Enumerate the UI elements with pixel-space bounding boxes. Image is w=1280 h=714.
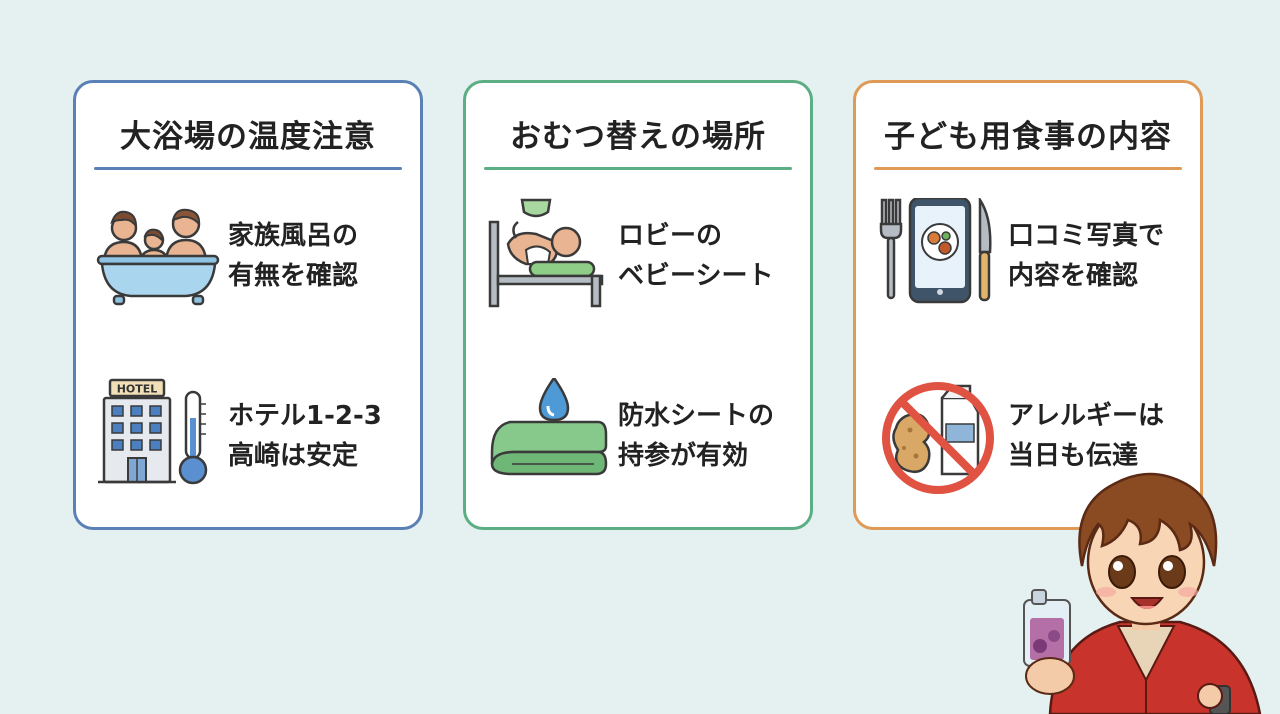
item-line-1: ホテル1-2-3 — [228, 401, 382, 431]
phone-food-photo-icon — [876, 198, 1001, 318]
item-text: ロビーの ベビーシート — [618, 216, 798, 296]
item-line-1: ロビーの — [618, 221, 723, 251]
list-item: HOTEL ホテル1-2-3 — [76, 378, 420, 498]
title-divider — [484, 167, 792, 170]
list-item: 防水シートの 持参が有効 — [466, 378, 810, 498]
item-line-2: ベビーシート — [618, 261, 774, 291]
item-line-2: 内容を確認 — [1008, 261, 1139, 291]
card-title: おむつ替えの場所 — [510, 119, 766, 155]
card-kids-meal: 子ども用食事の内容 — [853, 80, 1203, 530]
list-item: ロビーの ベビーシート — [466, 198, 810, 318]
list-item: 口コミ写真で 内容を確認 — [856, 198, 1200, 318]
hotel-sign-text: HOTEL — [117, 383, 158, 396]
item-line-1: 防水シートの — [618, 401, 775, 431]
item-line-2: 有無を確認 — [228, 261, 359, 291]
card-title: 子ども用食事の内容 — [884, 119, 1172, 155]
item-text: 防水シートの 持参が有効 — [618, 396, 798, 476]
item-text: 口コミ写真で 内容を確認 — [1008, 216, 1188, 296]
title-divider — [94, 167, 402, 170]
title-divider — [874, 167, 1182, 170]
waterproof-sheet-icon — [486, 378, 611, 498]
hotel-thermometer-icon: HOTEL — [96, 378, 221, 498]
family-bath-icon — [96, 198, 221, 318]
item-line-1: アレルギーは — [1008, 401, 1165, 431]
no-allergen-icon — [876, 378, 1001, 498]
item-line-2: 当日も伝達 — [1008, 441, 1139, 471]
card-bath-temperature: 大浴場の温度注意 — [73, 80, 423, 530]
boy-mascot-icon — [1010, 450, 1280, 714]
item-text: アレルギーは 当日も伝達 — [1008, 396, 1188, 476]
item-line-2: 持参が有効 — [618, 441, 749, 471]
item-line-1: 口コミ写真で — [1008, 221, 1165, 251]
item-line-2: 高崎は安定 — [228, 441, 359, 471]
item-text: 家族風呂の 有無を確認 — [228, 216, 408, 296]
card-title: 大浴場の温度注意 — [120, 119, 376, 155]
baby-changing-table-icon — [486, 198, 611, 318]
item-text: ホテル1-2-3 高崎は安定 — [228, 396, 408, 476]
list-item: アレルギーは 当日も伝達 — [856, 378, 1200, 498]
item-line-1: 家族風呂の — [228, 221, 359, 251]
card-diaper-change: おむつ替えの場所 ロビーの ベビーシート — [463, 80, 813, 530]
list-item: 家族風呂の 有無を確認 — [76, 198, 420, 318]
